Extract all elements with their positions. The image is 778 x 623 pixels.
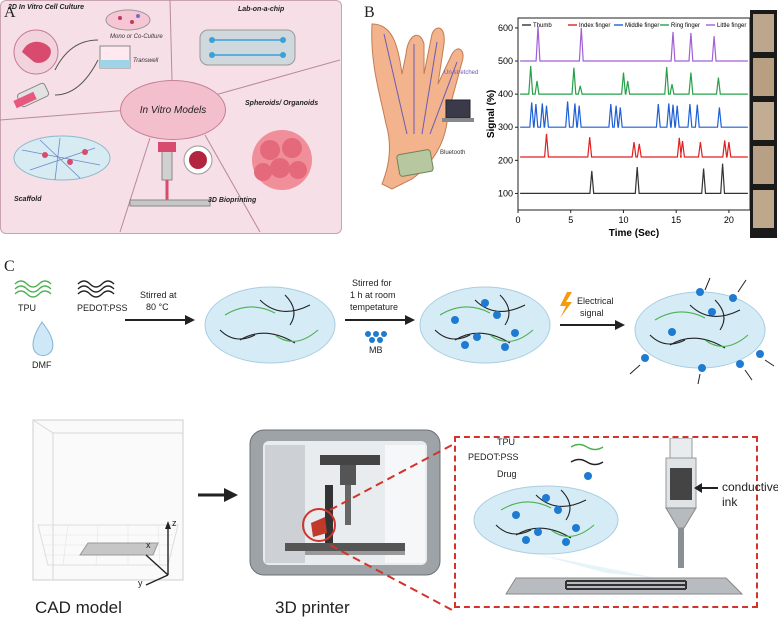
label-tempetature: tempetature [350, 302, 399, 312]
label-1h-room: 1 h at room [350, 290, 396, 300]
zoom-detail-box [454, 436, 758, 608]
label-stirred-80: Stirred at [140, 290, 177, 300]
dmf-drop-icon [32, 321, 54, 357]
panel-letter-b: B [364, 4, 375, 21]
label-conductive: conductive [722, 480, 778, 494]
y-tick-label: 400 [498, 89, 513, 99]
legend-label-4: Little finger [717, 23, 746, 29]
label-2d-cell-culture: 2D In Vitro Cell Culture [8, 4, 84, 11]
x-tick-label: 15 [671, 215, 681, 225]
label-signal: signal [580, 308, 604, 318]
mixture-blob-3 [634, 291, 766, 369]
panel-c-synthesis [14, 277, 775, 385]
caption-3d-printer: 3D printer [275, 598, 350, 617]
label-dmf: DMF [32, 360, 52, 370]
lab-on-chip-icon [199, 29, 296, 66]
x-tick-label: 20 [724, 215, 734, 225]
label-3d-bioprinting: 3D Bioprinting [208, 197, 257, 204]
label-electrical: Electrical [577, 296, 614, 306]
zoom-detail-illustration [473, 438, 744, 595]
panel-letter-a: A [4, 4, 16, 21]
piano-video-strip [750, 10, 777, 238]
mixture-blob-2 [419, 286, 551, 364]
bioprinter-icon [161, 149, 173, 181]
legend-label-3: Ring finger [671, 23, 700, 29]
legend-tpu: TPU [497, 437, 515, 447]
mixture-blob-1 [204, 286, 336, 364]
series-line-0 [520, 163, 748, 194]
y-tick-label: 300 [498, 122, 513, 132]
label-pedot-pss: PEDOT:PSS [77, 303, 128, 313]
tpu-fiber-icon [14, 280, 52, 298]
label-tpu: TPU [18, 303, 36, 313]
label-un-stretched: Un-stretched [444, 70, 479, 76]
cad-to-printer-arrow [198, 488, 238, 502]
y-tick-label: 100 [498, 188, 513, 198]
legend-pedot-pss: PEDOT:PSS [468, 452, 519, 462]
label-80c: 80 °C [146, 302, 169, 312]
pedot-fiber-icon [77, 280, 115, 298]
panel-a-in-vitro-models: 2D In Vitro Cell Culture Mono or Co-Cult… [0, 0, 342, 234]
chart-plot-frame [517, 17, 751, 211]
y-tick-label: 500 [498, 56, 513, 66]
drug-release-arrows [629, 277, 775, 385]
series-line-2 [520, 101, 748, 128]
label-mb: MB [369, 345, 383, 355]
y-tick-label: 600 [498, 23, 513, 33]
legend-label-2: Middle finger [625, 23, 659, 29]
legend-label-1: Index finger [579, 23, 610, 29]
series-line-4 [520, 26, 748, 62]
cad-model-view [32, 419, 184, 586]
label-axis-z: z [172, 518, 177, 528]
x-axis-label: Time (Sec) [609, 228, 659, 238]
label-mono-co-culture: Mono or Co-Culture [110, 34, 163, 40]
y-tick-label: 200 [498, 155, 513, 165]
zoom-connectors [329, 444, 453, 611]
panel-letter-c: C [4, 258, 15, 275]
caption-cad-model: CAD model [35, 598, 122, 617]
y-axis-label: Signal (%) [486, 90, 497, 138]
x-tick-label: 10 [618, 215, 628, 225]
label-axis-x: x [146, 540, 151, 550]
legend-drug: Drug [497, 469, 517, 479]
label-spheroids-organoids: Spheroids/ Organoids [245, 100, 319, 107]
x-tick-label: 5 [568, 215, 573, 225]
label-bluetooth: Bluetooth [440, 150, 466, 156]
legend-label-0: Thumb [533, 23, 552, 29]
in-vitro-models-center: In Vitro Models [120, 80, 226, 140]
petri-dish-icon [105, 9, 151, 31]
lightning-icon [560, 292, 572, 318]
x-tick-label: 0 [515, 215, 520, 225]
series-line-1 [520, 133, 748, 158]
label-axis-y: y [138, 578, 143, 588]
label-ink: ink [722, 495, 738, 509]
label-stirred-for: Stirred for [352, 278, 392, 288]
series-line-3 [520, 65, 748, 95]
hand-illustration [371, 23, 474, 190]
spheroid-icon [252, 130, 312, 190]
label-lab-on-chip: Lab-on-a-chip [238, 6, 285, 13]
panel-a-dividers [0, 0, 340, 232]
label-scaffold: Scaffold [14, 196, 42, 203]
label-transwell: Transwell [133, 58, 159, 64]
laptop-icon [445, 99, 471, 119]
